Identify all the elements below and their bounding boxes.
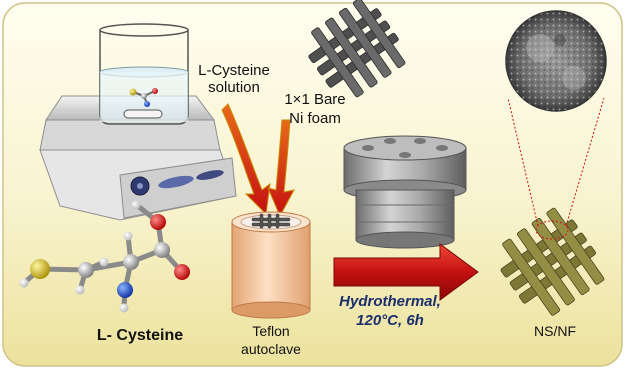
cysteine-molecule-icon [19,200,190,313]
coated-mesh-icon [500,207,605,316]
zoom-indicator [507,97,605,240]
label-cysteine-solution-line2: solution [208,79,260,97]
solution-arrows [221,103,295,218]
label-teflon-line1: Teflon [252,323,290,339]
beaker-icon [99,23,189,125]
label-cysteine-solution-line1: L-Cysteine [198,62,270,79]
label-bare-ni-foam-line2: Ni foam [289,110,341,127]
label-teflon-line2: autoclave [241,341,301,357]
label-bare-ni-foam-line1: 1×1 Bare [284,91,346,108]
label-cysteine-solution: L-Cysteine solution [184,62,284,97]
label-hydrothermal-line1: Hydrothermal, [339,293,441,310]
sem-image-icon [505,10,607,112]
steel-autoclave-icon [343,135,467,249]
label-molecule: L- Cysteine [96,327,184,344]
label-product: NS/NF [534,323,576,339]
label-hydrothermal-line2: 120°C, 6h [356,312,424,329]
process-arrow-icon [333,243,479,301]
ni-foam-mesh-icon [308,0,406,98]
teflon-liner-icon [231,211,311,319]
